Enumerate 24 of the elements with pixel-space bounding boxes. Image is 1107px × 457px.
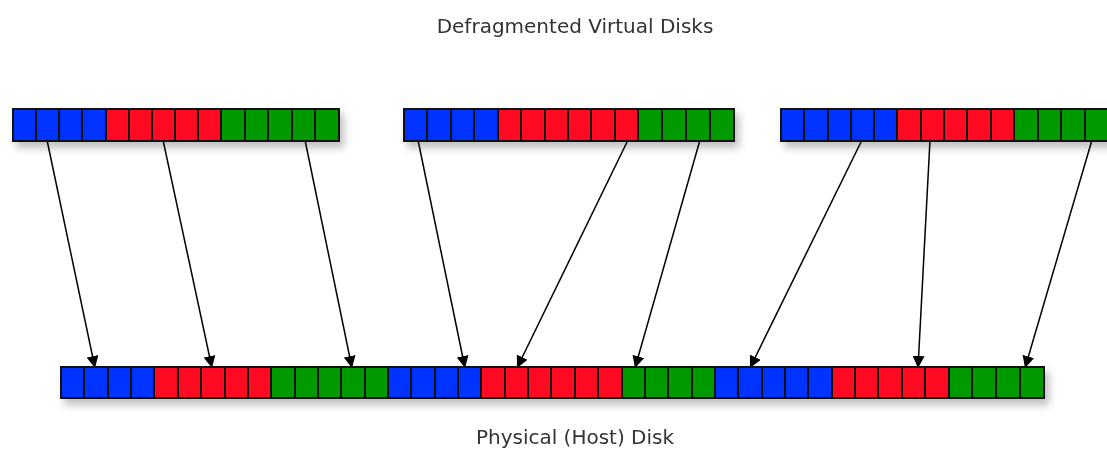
block-segment bbox=[14, 110, 107, 140]
block-segment bbox=[715, 368, 833, 397]
block-segment bbox=[482, 368, 623, 397]
block-segment bbox=[832, 368, 950, 397]
block-segment bbox=[222, 110, 338, 140]
block-segment bbox=[405, 110, 499, 140]
disk-bar bbox=[403, 108, 735, 142]
block-segment bbox=[106, 110, 223, 140]
block-segment bbox=[622, 368, 716, 397]
block-segment bbox=[155, 368, 273, 397]
block-segment bbox=[389, 368, 483, 397]
disk-bar bbox=[60, 366, 1045, 399]
block-segment bbox=[498, 110, 640, 140]
block-segment bbox=[949, 368, 1043, 397]
heading: Defragmented Virtual Disks bbox=[436, 14, 714, 38]
disk-bar bbox=[780, 108, 1107, 142]
block-segment bbox=[62, 368, 156, 397]
block-segment bbox=[1014, 110, 1107, 140]
disk-bar bbox=[12, 108, 340, 142]
block-segment bbox=[272, 368, 389, 397]
block-segment bbox=[639, 110, 733, 140]
caption: Physical (Host) Disk bbox=[475, 425, 675, 449]
block-segment bbox=[782, 110, 899, 140]
block-segment bbox=[898, 110, 1015, 140]
